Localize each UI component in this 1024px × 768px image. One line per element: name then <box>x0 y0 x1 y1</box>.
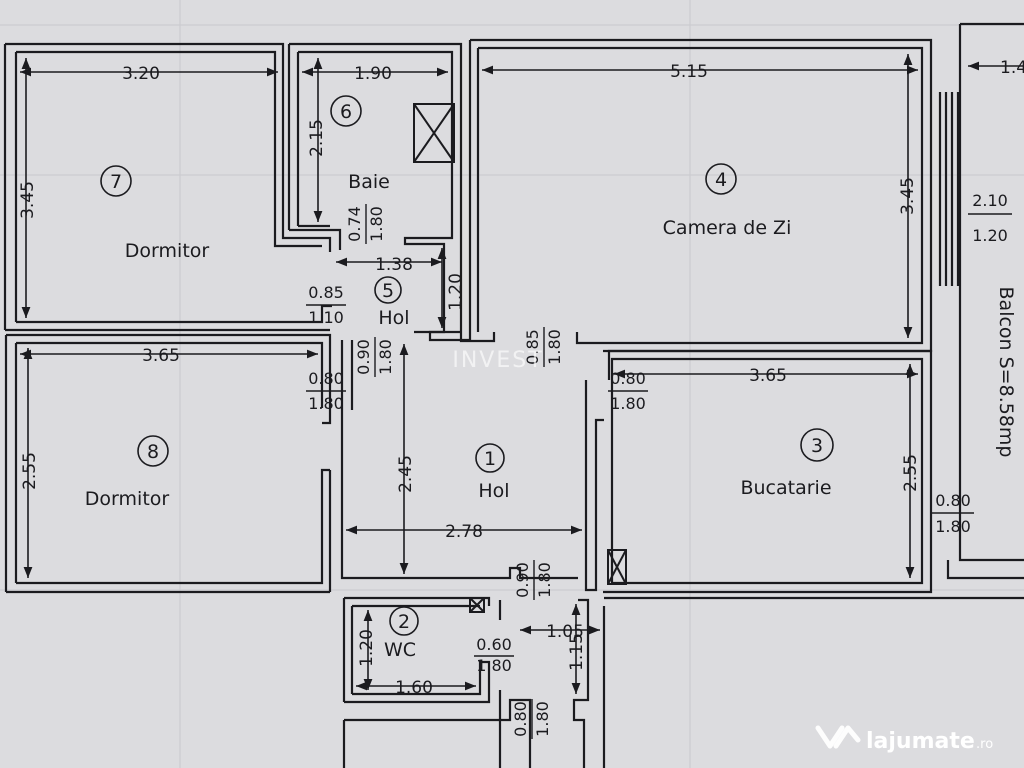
svg-text:1.80: 1.80 <box>545 329 564 365</box>
room-7-number: 7 <box>110 171 122 193</box>
r3-door-fraction: 0.80 1.80 <box>608 369 648 413</box>
svg-text:0.90: 0.90 <box>354 339 373 375</box>
wall-room-1 <box>340 340 604 592</box>
logo-text: lajumate <box>866 729 975 754</box>
room-5-number: 5 <box>382 280 394 302</box>
room-3-name: Bucatarie <box>740 477 831 499</box>
wall-room-4 <box>428 38 933 380</box>
vent-shaft-wc <box>469 597 485 613</box>
hol-door-fraction: 0.90 1.80 <box>354 337 395 377</box>
svg-text:1.80: 1.80 <box>376 339 395 375</box>
room-4-number: 4 <box>715 169 727 191</box>
dim-r7-height: 3.45 <box>18 181 38 219</box>
dim-r1-height: 2.45 <box>396 455 416 493</box>
vent-shaft-baie <box>413 103 455 163</box>
dim-r3-width: 3.65 <box>749 366 787 386</box>
svg-text:0.80: 0.80 <box>511 701 530 737</box>
dimension-lines <box>20 54 1024 694</box>
svg-text:0.74: 0.74 <box>345 206 364 242</box>
room-numbers <box>100 95 834 636</box>
svg-text:1.80: 1.80 <box>476 656 512 675</box>
room-2-number: 2 <box>398 611 410 633</box>
r7-door-fraction: 0.85 1.10 <box>306 283 346 327</box>
room-5-name: Hol <box>378 307 409 329</box>
window-fraction: 2.10 1.20 <box>968 191 1012 245</box>
dim-r7-width: 3.20 <box>122 64 160 84</box>
wall-room-3 <box>603 349 933 594</box>
dim-r2-width: 1.60 <box>395 678 433 698</box>
room-2-name: WC <box>384 639 416 661</box>
dim-r4-height: 3.45 <box>898 177 918 215</box>
dim-r6-width: 1.90 <box>354 64 392 84</box>
room-1-number: 1 <box>484 448 496 470</box>
dim-r8-height: 2.55 <box>20 452 40 490</box>
wall-room-7 <box>3 42 332 332</box>
dim-r4-width: 5.15 <box>670 62 708 82</box>
dim-r5-width: 1.38 <box>375 255 413 275</box>
svg-text:0.85: 0.85 <box>308 283 344 302</box>
vent-shaft-bucatarie <box>607 549 627 585</box>
svg-text:0.80: 0.80 <box>610 369 646 388</box>
watermark: INVEST <box>452 348 543 373</box>
dim-r8-width: 3.65 <box>142 346 180 366</box>
room-1-name: Hol <box>478 480 509 502</box>
logo-check-icon <box>815 725 861 749</box>
wall-room-8 <box>4 333 332 594</box>
svg-text:2.10: 2.10 <box>972 191 1008 210</box>
balcony-label: Balcon S=8.58mp <box>995 287 1017 458</box>
svg-text:0.85: 0.85 <box>523 329 542 365</box>
svg-text:0.90: 0.90 <box>513 562 532 598</box>
svg-text:1.80: 1.80 <box>535 562 554 598</box>
entrance-door-fraction: 0.80 1.80 <box>511 699 552 739</box>
dim-corridor-height: 1.15 <box>567 633 587 671</box>
svg-text:0.80: 0.80 <box>308 369 344 388</box>
svg-text:1.80: 1.80 <box>610 394 646 413</box>
baie-door-fraction: 0.74 1.80 <box>345 204 386 244</box>
dim-corridor-width: 1.05 <box>546 622 584 642</box>
room-6-number: 6 <box>340 101 352 123</box>
dim-r1-width: 2.78 <box>445 522 483 542</box>
svg-text:1.80: 1.80 <box>935 517 971 536</box>
site-logo: lajumate .ro <box>815 725 993 754</box>
svg-text:1.80: 1.80 <box>533 701 552 737</box>
dim-r2-height: 1.20 <box>357 629 377 667</box>
walls <box>3 22 1024 768</box>
corridor-door-fraction: 0.90 1.80 <box>513 560 554 600</box>
r4-door-fraction: 0.85 1.80 <box>523 327 564 367</box>
wall-corridor <box>342 598 590 768</box>
room-4-name: Camera de Zi <box>663 217 792 239</box>
dim-balcony-top: 1.4 <box>1000 58 1024 78</box>
wall-lower-right <box>602 596 1024 768</box>
r8-door-fraction: 0.80 1.80 <box>306 369 346 413</box>
room-7-name: Dormitor <box>125 240 210 262</box>
dim-r3-height: 2.55 <box>901 454 921 492</box>
svg-text:1.80: 1.80 <box>308 394 344 413</box>
dim-r5-height: 1.20 <box>446 273 466 311</box>
room-8-number: 8 <box>147 441 159 463</box>
svg-text:1.20: 1.20 <box>972 226 1008 245</box>
svg-text:1.10: 1.10 <box>308 308 344 327</box>
balcony-door-fraction: 0.80 1.80 <box>932 491 974 536</box>
logo-suffix: .ro <box>976 737 993 752</box>
dim-r6-height: 2.15 <box>307 119 327 157</box>
wall-room-2 <box>342 596 502 704</box>
room-3-number: 3 <box>811 435 823 457</box>
svg-text:0.60: 0.60 <box>476 635 512 654</box>
wc-door-fraction: 0.60 1.80 <box>474 635 514 675</box>
svg-text:1.80: 1.80 <box>367 206 386 242</box>
room-6-name: Baie <box>348 171 390 193</box>
wall-balcony <box>938 22 1024 580</box>
room-8-name: Dormitor <box>85 488 170 510</box>
svg-text:0.80: 0.80 <box>935 491 971 510</box>
